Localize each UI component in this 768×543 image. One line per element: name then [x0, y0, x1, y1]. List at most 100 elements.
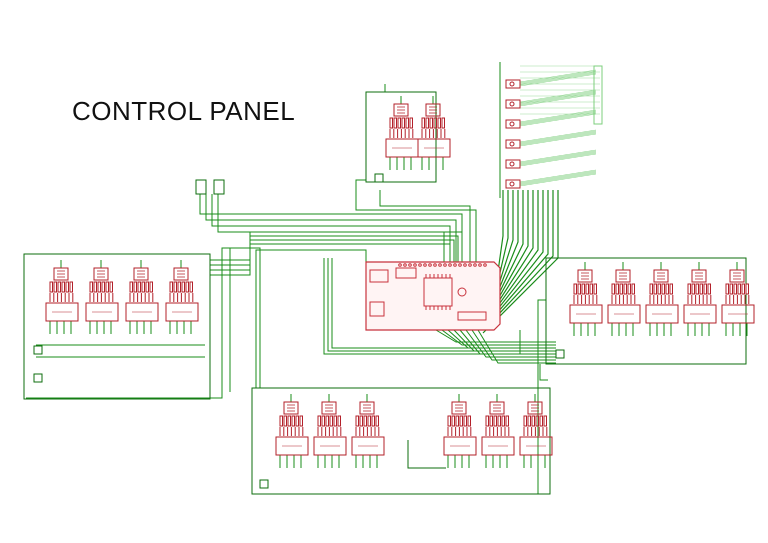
display-segments: [695, 272, 703, 280]
signal-trace: [519, 133, 597, 147]
harness-wire: [483, 190, 554, 331]
resistor: [299, 415, 303, 427]
board-outline: [365, 261, 501, 331]
display-body: [729, 269, 745, 283]
header-pin: [408, 263, 412, 267]
resistor: [359, 415, 363, 427]
resistor: [505, 415, 509, 427]
seven-seg-digit: [125, 267, 159, 322]
resistor: [467, 415, 471, 427]
signal-trace: [519, 152, 597, 166]
seven-seg-digit: [313, 401, 347, 456]
led-driver: [505, 139, 521, 149]
bus-line: [255, 249, 367, 388]
signal-trace: [519, 171, 597, 185]
driver-ic: [481, 436, 515, 456]
display-segments: [287, 404, 295, 412]
seven-seg-digit: [481, 401, 515, 456]
display-body: [173, 267, 189, 281]
signal-trace: [519, 129, 597, 143]
resistor: [321, 415, 325, 427]
signal-trace: [519, 151, 597, 165]
display-body: [653, 269, 669, 283]
resistor: [733, 283, 737, 295]
header-pin: [463, 263, 467, 267]
harness-wire: [217, 194, 445, 262]
display-segments: [325, 404, 333, 412]
harness-wire: [199, 194, 463, 262]
display-segments: [493, 404, 501, 412]
seven-seg-digit: [85, 267, 119, 322]
resistor: [619, 283, 623, 295]
resistor: [493, 415, 497, 427]
seven-seg-digit: [351, 401, 385, 456]
resistor: [329, 415, 333, 427]
resistor: [317, 415, 321, 427]
display-body: [359, 401, 375, 415]
harness-wire: [205, 194, 457, 262]
resistor: [337, 415, 341, 427]
header-pin: [483, 263, 487, 267]
resistor: [581, 283, 585, 295]
harness-wire: [487, 190, 534, 319]
resistor: [393, 117, 397, 129]
signal-trace: [519, 90, 597, 104]
microcontroller-board: [365, 261, 501, 331]
top-module-outline: [365, 91, 437, 183]
driver-ic: [85, 302, 119, 322]
resistor: [89, 281, 93, 293]
resistor: [539, 415, 543, 427]
resistor: [429, 117, 433, 129]
signal-trace: [519, 72, 597, 86]
resistor: [691, 283, 695, 295]
resistor: [573, 283, 577, 295]
resistor: [405, 117, 409, 129]
harness-wire: [331, 258, 521, 349]
led-mark: [509, 141, 515, 147]
top-feed: [379, 190, 471, 262]
driver-ic: [645, 304, 679, 324]
header-pin: [453, 263, 457, 267]
resistor: [627, 283, 631, 295]
resistor: [699, 283, 703, 295]
display-body: [451, 401, 467, 415]
signal-trace: [519, 130, 597, 144]
display-body: [425, 103, 441, 117]
resistor: [703, 283, 707, 295]
usb-port: [369, 269, 389, 283]
resistor: [69, 281, 73, 293]
seven-seg-digit: [385, 103, 419, 158]
connector: [33, 345, 43, 355]
seven-seg-digit: [443, 401, 477, 456]
resistor: [661, 283, 665, 295]
harness-wire: [210, 243, 451, 262]
resistor: [535, 415, 539, 427]
signal-trace: [519, 172, 597, 186]
driver-ic: [45, 302, 79, 322]
resistor: [657, 283, 661, 295]
header-pin: [423, 263, 427, 267]
resistor: [185, 281, 189, 293]
display-segments: [733, 272, 741, 280]
display-segments: [581, 272, 589, 280]
seven-seg-digit: [683, 269, 717, 324]
display-body: [93, 267, 109, 281]
bus-line: [26, 247, 261, 399]
resistor: [295, 415, 299, 427]
driver-ic: [351, 436, 385, 456]
header-pin: [478, 263, 482, 267]
resistor: [745, 283, 749, 295]
led-driver: [505, 79, 521, 89]
seven-seg-digit: [45, 267, 79, 322]
signal-trace: [519, 169, 597, 183]
display-body: [489, 401, 505, 415]
display-body: [691, 269, 707, 283]
led-driver: [505, 159, 521, 169]
bottom-module-outline: [251, 387, 551, 495]
resistor: [421, 117, 425, 129]
harness-wire: [210, 231, 463, 276]
signal-trace: [519, 149, 597, 163]
display-body: [133, 267, 149, 281]
signal-trace: [519, 150, 597, 164]
led-driver: [505, 179, 521, 189]
